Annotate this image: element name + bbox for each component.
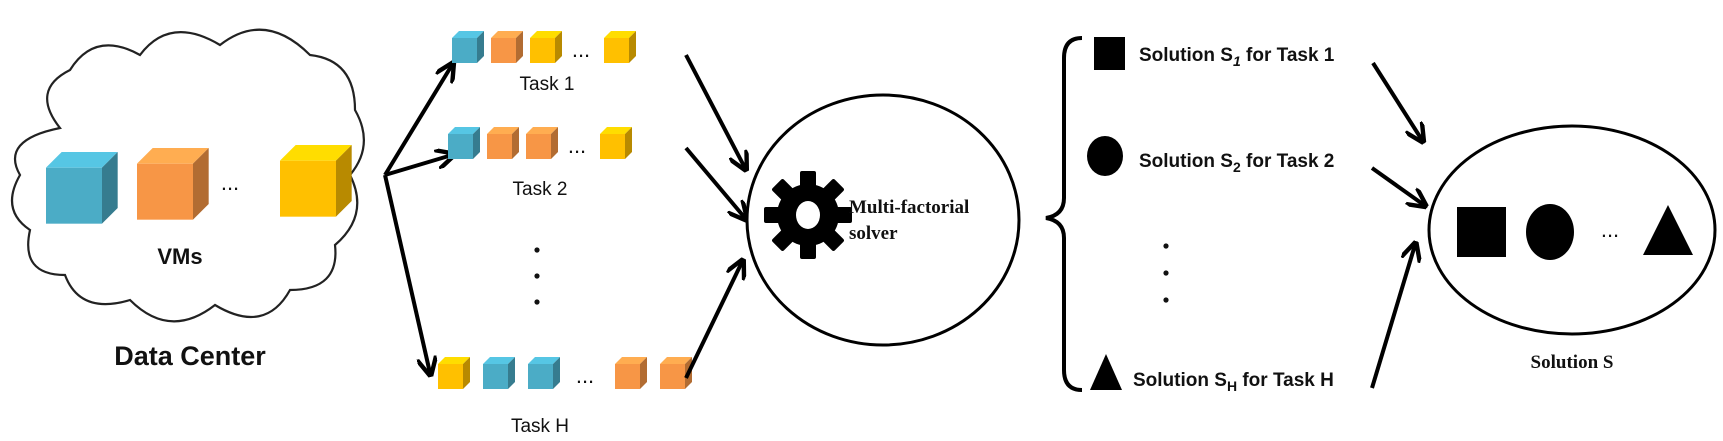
task-cube	[487, 127, 519, 159]
vm-cube	[137, 148, 209, 220]
task-cube-ellipsis: ...	[568, 133, 586, 158]
task-cube	[438, 357, 470, 389]
solution-2-circle-icon	[1087, 136, 1123, 176]
final-input-arrows	[1370, 61, 1424, 389]
gear-icon	[764, 171, 852, 259]
solution-h-triangle-icon	[1090, 354, 1122, 390]
final-triangle-icon	[1643, 205, 1693, 255]
solutions-brace	[1045, 36, 1083, 392]
solver-input-arrows	[684, 54, 745, 379]
task-cube-ellipsis: ...	[576, 363, 594, 388]
solution-h-label: Solution SH for Task H	[1133, 370, 1334, 394]
task-cube	[615, 357, 647, 389]
arrow-to-task-2	[384, 155, 452, 177]
task-cube	[600, 127, 632, 159]
solution-2-label: Solution S2 for Task 2	[1139, 151, 1334, 175]
task-cube	[452, 31, 484, 63]
task-cube	[491, 31, 523, 63]
task-cube	[483, 357, 515, 389]
task-cube	[604, 31, 636, 63]
arrow-to-task-h	[383, 174, 430, 373]
task-cube	[448, 127, 480, 159]
arrow-taskh-to-solver	[684, 262, 742, 379]
task-cube	[528, 357, 560, 389]
solver-label-line1: Multi-factorial	[849, 197, 969, 218]
solution-vertical-ellipsis	[1163, 243, 1169, 303]
vm-cube	[280, 145, 352, 217]
arrow-to-task-1	[383, 65, 452, 177]
final-circle-icon	[1526, 204, 1574, 260]
arrow-sol1-to-final	[1371, 61, 1422, 140]
arrow-task2-to-solver	[684, 146, 745, 218]
solution-1-square-icon	[1094, 37, 1125, 70]
task-cube	[530, 31, 562, 63]
task-rows: .........	[438, 31, 692, 389]
vm-cube-group	[46, 145, 352, 224]
cloud-label: VMs	[157, 244, 202, 269]
arrow-solh-to-final	[1370, 245, 1415, 389]
task-vertical-ellipsis	[534, 247, 540, 305]
data-center-title: Data Center	[114, 341, 266, 371]
arrow-sol2-to-final	[1370, 166, 1424, 205]
arrow-task1-to-solver	[684, 54, 745, 168]
fanout-arrows	[383, 65, 452, 373]
task-cube	[526, 127, 558, 159]
solver-ellipse	[745, 93, 1021, 347]
final-solution-label: Solution S	[1531, 352, 1614, 373]
task-label-1: Task 1	[520, 74, 575, 95]
final-square-icon	[1457, 207, 1506, 257]
task-label-2: Task 2	[513, 179, 568, 200]
solution-1-label: Solution S1 for Task 1	[1139, 45, 1335, 69]
task-label-h: Task H	[511, 416, 569, 437]
vm-cube	[46, 152, 118, 224]
final-ellipsis: ...	[1601, 217, 1619, 242]
task-cube-ellipsis: ...	[572, 37, 590, 62]
solver-label-line2: solver	[849, 223, 898, 244]
vm-ellipsis: ...	[221, 170, 239, 195]
